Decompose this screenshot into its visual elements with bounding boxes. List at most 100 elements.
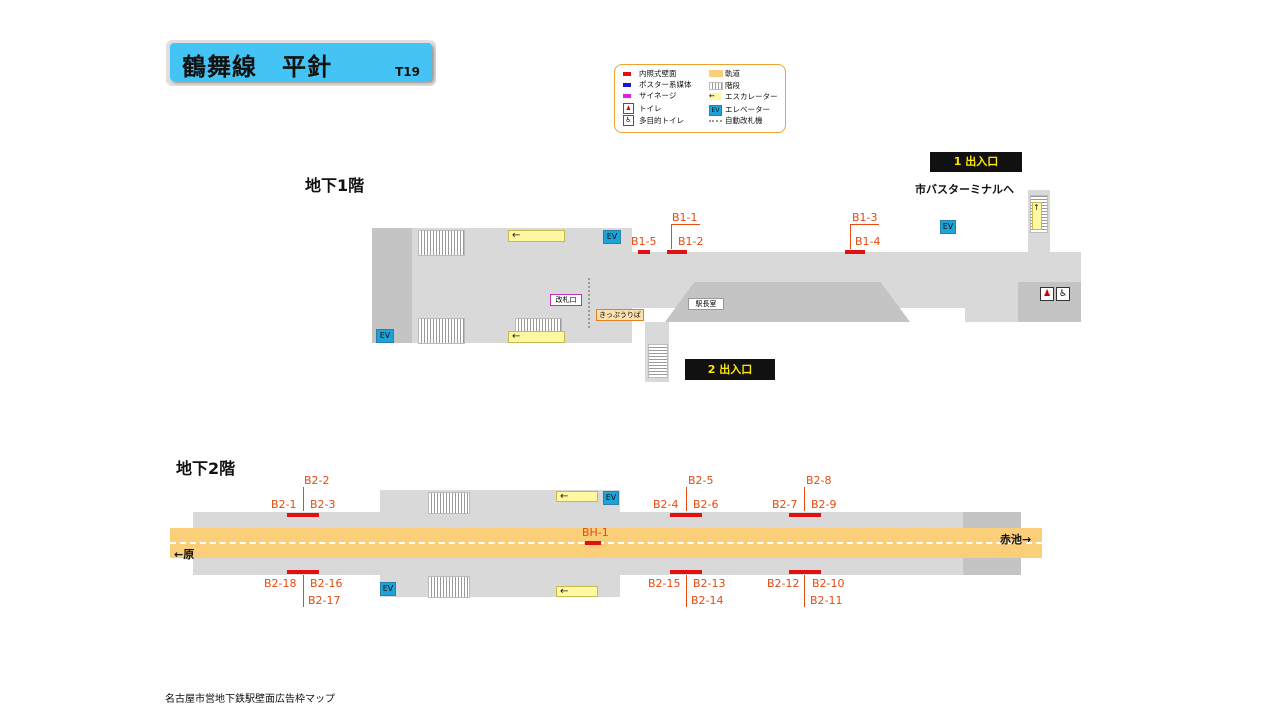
escalator-icon: ← — [556, 586, 598, 597]
ad-label-b2-3: B2-3 — [310, 498, 336, 511]
ad-label-b2-8: B2-8 — [806, 474, 832, 487]
legend-ticket-gate: 自動改札機 — [725, 116, 763, 125]
floor-b1-label: 地下1階 — [305, 176, 365, 195]
elevator-icon: EV — [380, 582, 396, 596]
ad-mark-b2-1-3 — [287, 513, 319, 517]
legend-illuminated-wall: 内照式壁面 — [639, 69, 677, 78]
ad-label-b2-7: B2-7 — [772, 498, 798, 511]
ad-mark-b2-13-15 — [670, 570, 702, 574]
track-swatch — [709, 70, 723, 77]
station-name: 鶴舞線 平針 — [182, 53, 332, 81]
ad-label-b2-5: B2-5 — [688, 474, 714, 487]
elevator-icon: EV — [376, 329, 394, 343]
ad-label-b2-10: B2-10 — [812, 577, 845, 590]
b2-north-end — [963, 512, 1021, 528]
legend-accessible-toilet: 多目的トイレ — [639, 116, 684, 125]
ad-mark-b1-3-4 — [845, 250, 865, 254]
ad-label-b2-15: B2-15 — [648, 577, 681, 590]
station-master-label: 駅長室 — [688, 298, 724, 310]
ad-label-b1-5: B1-5 — [631, 235, 657, 248]
exit-1-note: 市バスターミナルへ — [915, 183, 1014, 196]
ad-leader-b1-3 — [850, 224, 879, 249]
b1-stairs-lower — [418, 318, 465, 344]
legend-stairs: 階段 — [725, 81, 740, 90]
toilet-icon: ♟ — [1040, 287, 1054, 301]
signage-swatch — [623, 94, 631, 98]
ad-mark-b1-5 — [638, 250, 650, 254]
ad-label-b1-4: B1-4 — [855, 235, 881, 248]
ad-label-b2-4: B2-4 — [653, 498, 679, 511]
ad-label-b1-1: B1-1 — [672, 211, 698, 224]
elevator-icon: EV — [603, 230, 621, 244]
ad-leader-b2-5 — [686, 487, 688, 511]
b2-stairs-south — [428, 576, 470, 598]
ad-leader-b2-17 — [303, 575, 305, 607]
ad-mark-b2-16-18 — [287, 570, 319, 574]
ticket-gates — [588, 278, 590, 328]
title-badge: 鶴舞線 平針 T19 — [166, 40, 436, 86]
illuminated-wall-swatch — [623, 72, 631, 76]
accessible-toilet-icon: ♿ — [623, 115, 634, 126]
toilet-icon: ♟ — [623, 103, 634, 114]
legend: 内照式壁面 ポスター系媒体 サイネージ ♟ トイレ ♿ 多目的トイレ 軌道 階段… — [614, 64, 786, 133]
ticket-office-label: きっぷうりば — [596, 309, 644, 321]
b1-west-wall — [372, 228, 412, 343]
direction-left-label: ←原 — [174, 548, 195, 561]
b2-stairs-north — [428, 492, 470, 514]
b1-stairs-lower-right — [515, 318, 562, 332]
ad-label-b2-11: B2-11 — [810, 594, 843, 607]
escalator-icon: ← — [709, 93, 721, 100]
elevator-icon: EV — [603, 491, 619, 505]
accessible-toilet-icon: ♿ — [1056, 287, 1070, 301]
ad-mark-b2-4-6 — [670, 513, 702, 517]
ad-leader-b1-1 — [671, 224, 700, 249]
ad-label-b1-3: B1-3 — [852, 211, 878, 224]
station-code: T19 — [395, 65, 420, 79]
ad-mark-b2-7-9 — [789, 513, 821, 517]
ad-label-b2-6: B2-6 — [693, 498, 719, 511]
ad-label-bh-1: BH-1 — [582, 526, 609, 539]
ad-leader-b2-11 — [804, 575, 806, 607]
ad-leader-b2-8 — [804, 487, 806, 511]
direction-right-label: 赤池→ — [1000, 533, 1032, 546]
stairs-swatch — [709, 82, 723, 90]
elevator-icon: EV — [940, 220, 956, 234]
ad-label-b2-12: B2-12 — [767, 577, 800, 590]
ad-label-b2-9: B2-9 — [811, 498, 837, 511]
elevator-icon: EV — [709, 105, 722, 116]
footer-caption: 名古屋市営地下鉄駅壁面広告枠マップ — [165, 694, 335, 705]
poster-swatch — [623, 83, 631, 87]
ad-label-b2-14: B2-14 — [691, 594, 724, 607]
ad-label-b1-2: B1-2 — [678, 235, 704, 248]
legend-poster: ポスター系媒体 — [639, 80, 692, 89]
exit-1-sign: 1 出入口 — [930, 152, 1022, 172]
legend-escalator: エスカレーター — [725, 92, 778, 101]
escalator-icon: ← — [508, 230, 565, 242]
ad-leader-b2-2 — [303, 487, 305, 511]
legend-toilet: トイレ — [639, 104, 662, 113]
floor-b2-label: 地下2階 — [176, 459, 236, 478]
exit-2-sign: 2 出入口 — [685, 359, 775, 380]
ad-label-b2-13: B2-13 — [693, 577, 726, 590]
escalator-up-icon: ↑ — [1032, 202, 1042, 230]
ad-leader-b2-14 — [686, 575, 688, 607]
title-panel: 鶴舞線 平針 T19 — [170, 43, 432, 81]
ad-label-b2-1: B2-1 — [271, 498, 297, 511]
ad-label-b2-18: B2-18 — [264, 577, 297, 590]
ticket-gate-label: 改札口 — [550, 294, 582, 306]
exit2-stairs — [648, 344, 668, 378]
ad-label-b2-16: B2-16 — [310, 577, 343, 590]
ad-mark-b1-1-2 — [667, 250, 687, 254]
ad-label-b2-2: B2-2 — [304, 474, 330, 487]
ad-mark-bh-1 — [585, 541, 601, 545]
ad-label-b2-17: B2-17 — [308, 594, 341, 607]
ticket-gate-swatch — [709, 120, 722, 122]
escalator-icon: ← — [556, 491, 598, 502]
legend-signage: サイネージ — [639, 91, 677, 100]
legend-elevator: エレベーター — [725, 105, 770, 114]
b2-south-end — [963, 558, 1021, 575]
ad-mark-b2-10-12 — [789, 570, 821, 574]
escalator-icon: ← — [508, 331, 565, 343]
legend-track: 軌道 — [725, 69, 740, 78]
b1-stairs-upper — [418, 230, 465, 256]
